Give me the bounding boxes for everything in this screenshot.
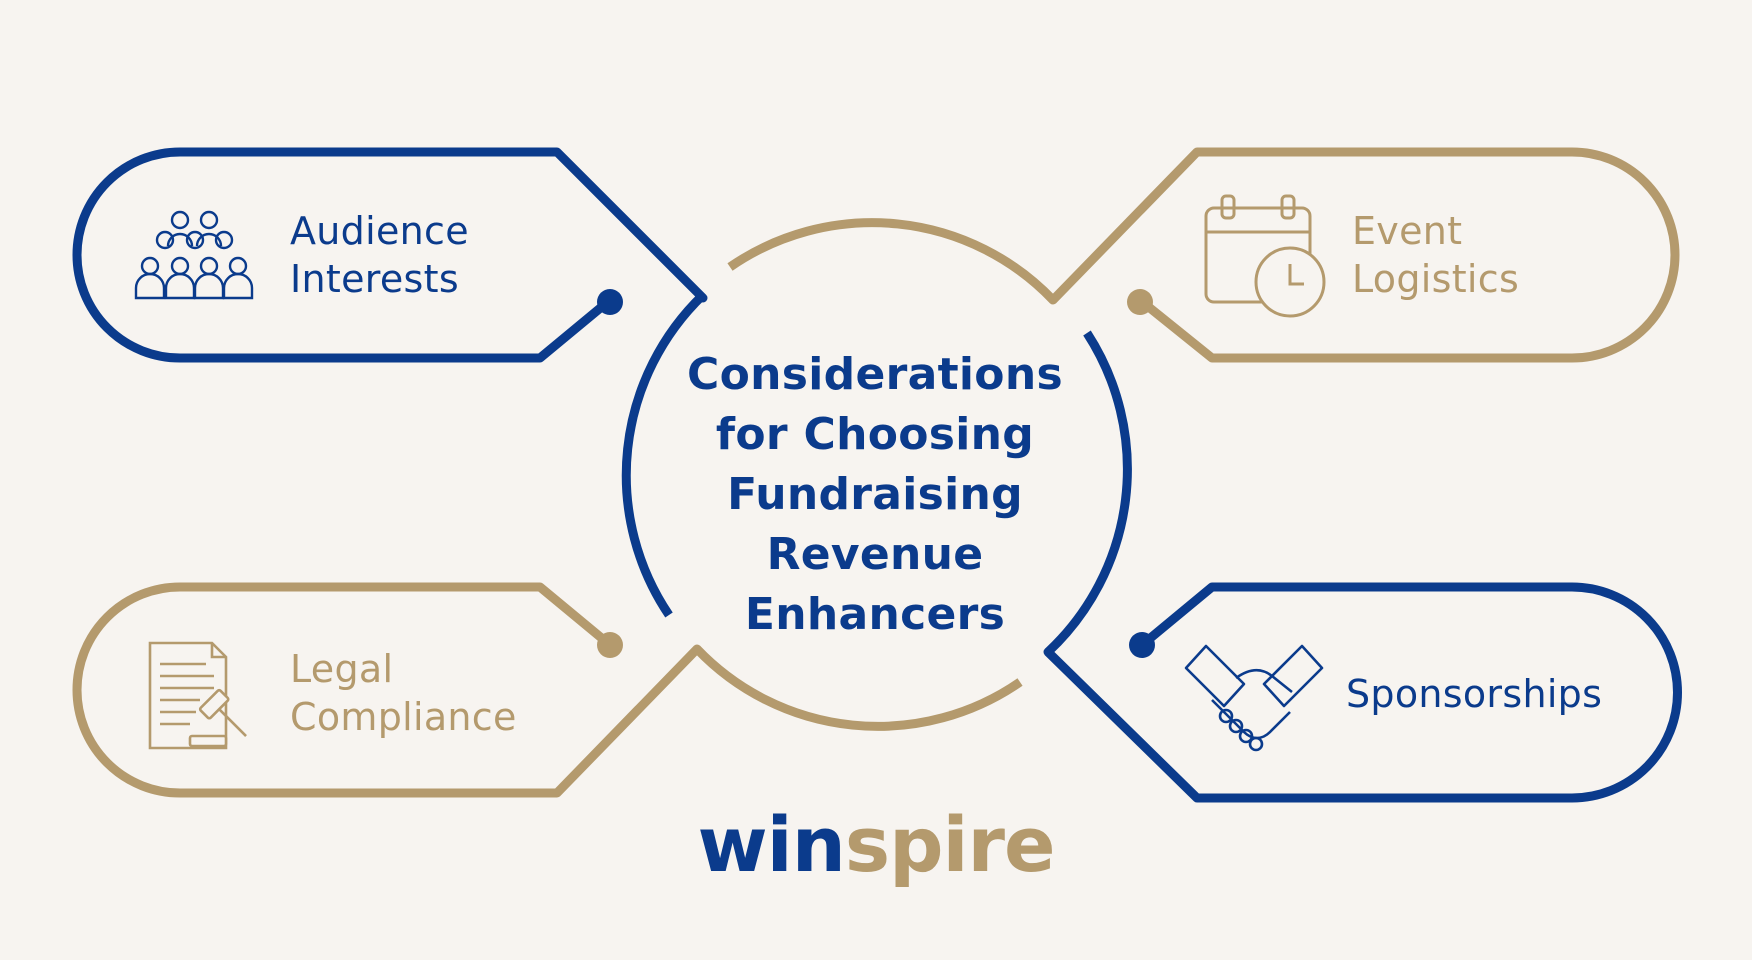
bubble-event-dot <box>1127 289 1153 315</box>
handshake-icon <box>1184 644 1324 752</box>
label-legal-compliance: Legal Compliance <box>290 645 517 741</box>
center-circle-right-arc <box>1044 330 1132 656</box>
center-circle-left-arc <box>621 291 707 618</box>
label-event-line-2: Logistics <box>1352 257 1520 301</box>
label-audience-interests: Audience Interests <box>290 207 469 303</box>
center-circle-bottom-arc <box>693 645 1023 731</box>
center-title-line-2: for Choosing <box>715 409 1035 460</box>
calendar-clock-icon <box>1204 194 1326 318</box>
center-title-line-5: Enhancers <box>744 589 1006 640</box>
label-legal-line-1: Legal <box>290 647 394 691</box>
bubble-legal-dot <box>597 632 623 658</box>
label-audience-line-2: Interests <box>290 257 459 301</box>
bubble-audience-dot <box>597 289 623 315</box>
label-legal-line-2: Compliance <box>290 695 517 739</box>
logo-part-win: win <box>697 800 845 889</box>
label-audience-line-1: Audience <box>290 209 469 253</box>
label-event-logistics: Event Logistics <box>1352 207 1519 303</box>
bubble-sponsor-dot <box>1129 632 1155 658</box>
logo-part-spire: spire <box>844 800 1056 889</box>
center-title-line-1: Considerations <box>687 349 1063 400</box>
label-event-line-1: Event <box>1352 209 1463 253</box>
bubble-audience-outline <box>72 147 708 363</box>
label-sponsorships: Sponsorships <box>1346 670 1602 718</box>
bubble-legal-outline <box>72 582 702 798</box>
winspire-logo: winspire <box>0 800 1752 890</box>
center-title: Considerations for Choosing Fundraising … <box>640 345 1110 645</box>
center-title-line-4: Revenue <box>766 529 984 580</box>
legal-document-gavel-icon <box>148 641 247 750</box>
bubble-event-outline <box>1048 147 1680 363</box>
audience-icon <box>134 210 254 300</box>
center-title-line-3: Fundraising <box>727 469 1023 520</box>
bubble-sponsor-outline <box>1043 582 1682 803</box>
center-circle-top-arc <box>727 218 1057 304</box>
label-sponsor-line-1: Sponsorships <box>1346 672 1603 716</box>
